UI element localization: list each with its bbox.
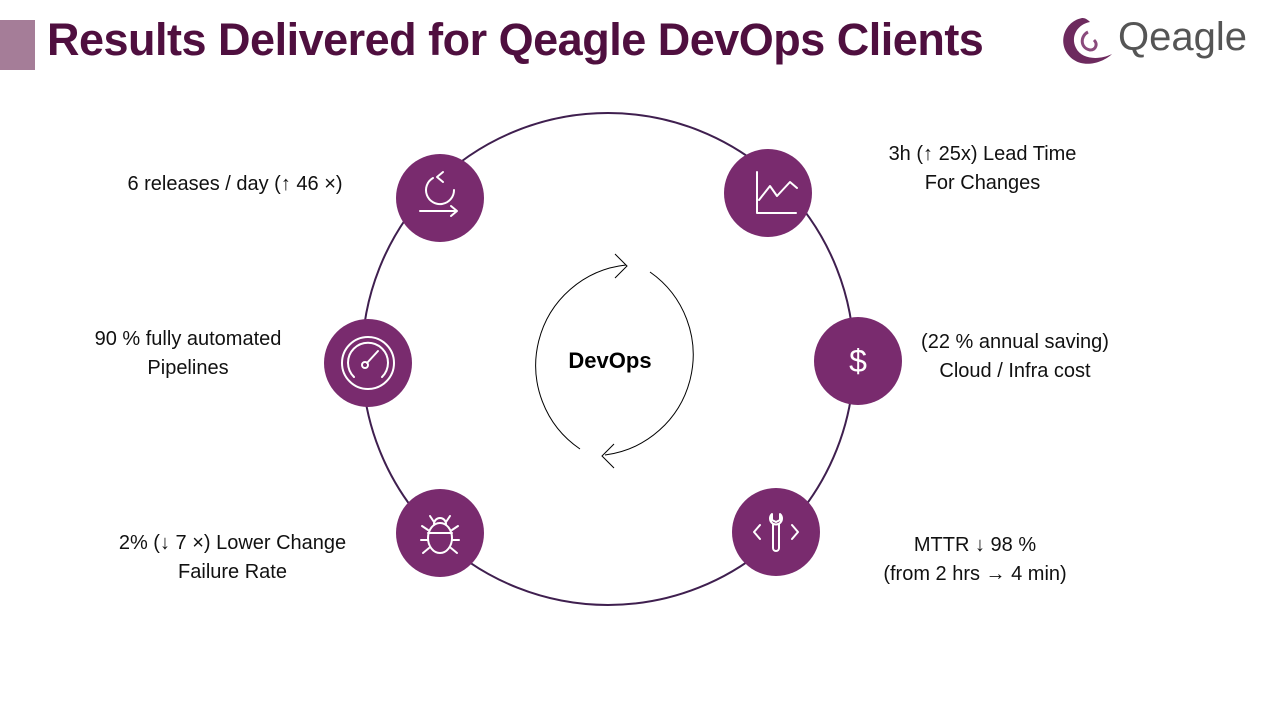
center-label: DevOps (568, 348, 652, 373)
metric-text: For Changes (924, 172, 1041, 194)
inner-cycle-arrows (535, 253, 694, 469)
metric-text: 6 releases / day (↑ 46 ×) (127, 173, 343, 195)
node-mttr (732, 488, 820, 576)
metric-text: Failure Rate (178, 561, 287, 583)
metric-text: 90 % fully automated (94, 328, 282, 350)
metric-text: 3h (↑ 25x) Lead Time (888, 143, 1077, 165)
metric-pipelines: 90 % fully automated Pipelines (68, 325, 308, 383)
qeagle-logo-icon (1063, 18, 1112, 64)
metric-lead-time: 3h (↑ 25x) Lead Time For Changes (850, 140, 1115, 198)
page-title: Results Delivered for Qeagle DevOps Clie… (47, 14, 984, 65)
node-releases (396, 154, 484, 242)
release-cycle-icon (419, 171, 458, 217)
line-chart-icon (756, 171, 798, 214)
bug-icon (420, 515, 460, 554)
gauge-icon (341, 336, 395, 390)
metric-text: (from 2 hrs → 4 min) (883, 563, 1067, 585)
metric-mttr: MTTR ↓ 98 % (from 2 hrs → 4 min) (855, 531, 1095, 589)
dollar-icon: $ (849, 343, 867, 379)
metric-text: (22 % annual saving) (921, 331, 1109, 353)
metric-releases: 6 releases / day (↑ 46 ×) (100, 170, 370, 199)
metric-failure-rate: 2% (↓ 7 ×) Lower Change Failure Rate (90, 529, 375, 587)
logo-text: Qeagle (1118, 15, 1247, 59)
metric-text: 2% (↓ 7 ×) Lower Change (118, 532, 347, 554)
metric-text: Pipelines (147, 357, 229, 379)
node-cost (814, 317, 902, 405)
metric-text: Cloud / Infra cost (939, 360, 1091, 382)
metric-text: MTTR ↓ 98 % (913, 534, 1037, 556)
metric-cost: (22 % annual saving) Cloud / Infra cost (900, 328, 1130, 386)
node-lead-time (724, 149, 812, 237)
title-accent-bar (0, 20, 35, 70)
wrench-code-icon (753, 513, 799, 552)
